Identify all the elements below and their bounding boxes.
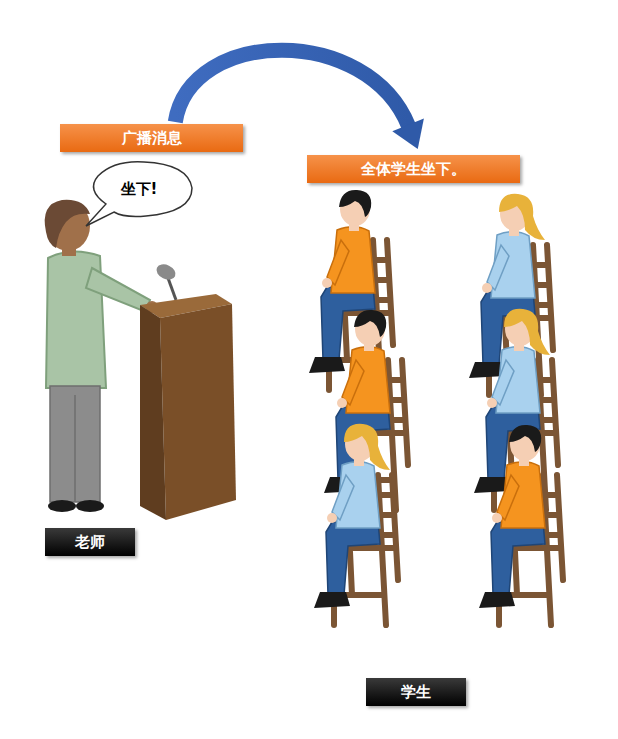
node-text: 全体学生坐下。 — [361, 160, 466, 178]
node-text: 老师 — [75, 533, 105, 551]
podium — [140, 261, 236, 520]
node-text: 广播消息 — [122, 129, 182, 147]
role-label: 学生 — [366, 678, 466, 706]
node-text: 学生 — [401, 683, 431, 701]
role-label: 老师 — [45, 528, 135, 556]
speech-bubble: 坐下! — [84, 160, 194, 218]
arrow-head — [392, 119, 424, 149]
arrow-shaft — [175, 50, 409, 127]
message-band: 广播消息 — [60, 124, 243, 152]
node-text: 坐下! — [121, 180, 158, 198]
result-band: 全体学生坐下。 — [307, 155, 520, 183]
students-figure — [309, 190, 563, 625]
